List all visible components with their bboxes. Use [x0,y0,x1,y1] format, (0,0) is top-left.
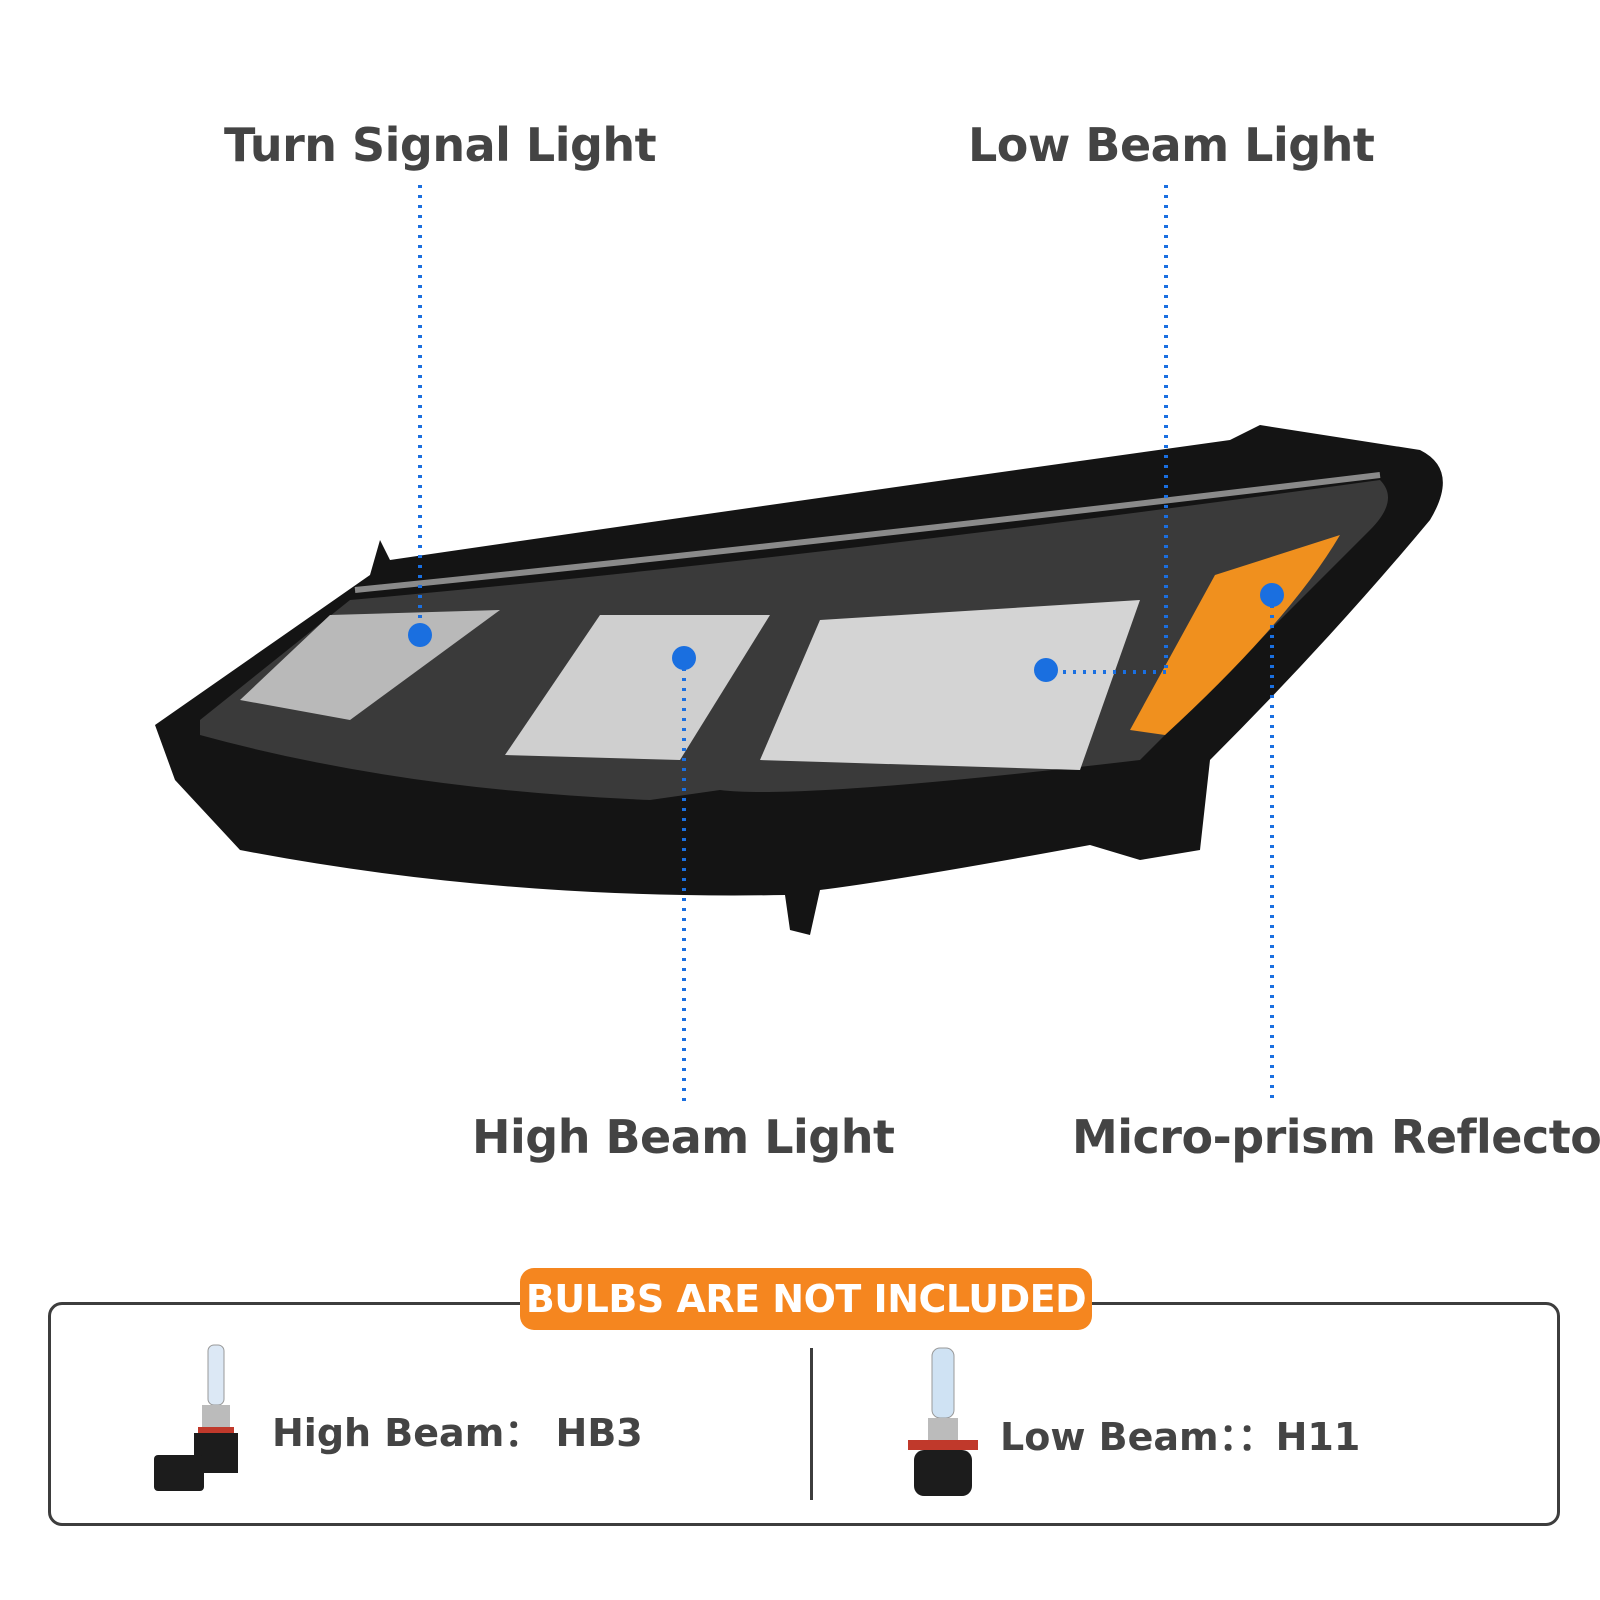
callout-reflector: Micro-prism Reflector [1072,1110,1600,1164]
divider [810,1348,813,1500]
badge-text: BULBS ARE NOT INCLUDED [525,1277,1087,1321]
lens-trim [354,472,1381,593]
callout-high-beam: High Beam Light [472,1110,895,1164]
amber-reflector [1130,535,1340,735]
turn-signal-dot [408,623,432,647]
h11-bulb-icon [908,1347,978,1496]
bulbs-not-included-badge: BULBS ARE NOT INCLUDED [520,1268,1092,1330]
callout-low-beam: Low Beam Light [968,118,1375,172]
callout-turn-signal: Turn Signal Light [224,118,657,172]
reflector-dot [1260,583,1284,607]
turn-signal-chamber [240,610,500,720]
low-beam-dot [1034,658,1058,682]
high-beam-chamber [505,615,770,760]
callout-lines [418,185,1274,1105]
hb3-bulb-icon [154,1344,238,1491]
high-beam-dot [672,646,696,670]
high-beam-bulb-label: High Beam： HB3 [272,1411,643,1455]
low-beam-bulb-label: Low Beam：：H11 [1000,1415,1361,1459]
low-beam-chamber [760,600,1140,770]
